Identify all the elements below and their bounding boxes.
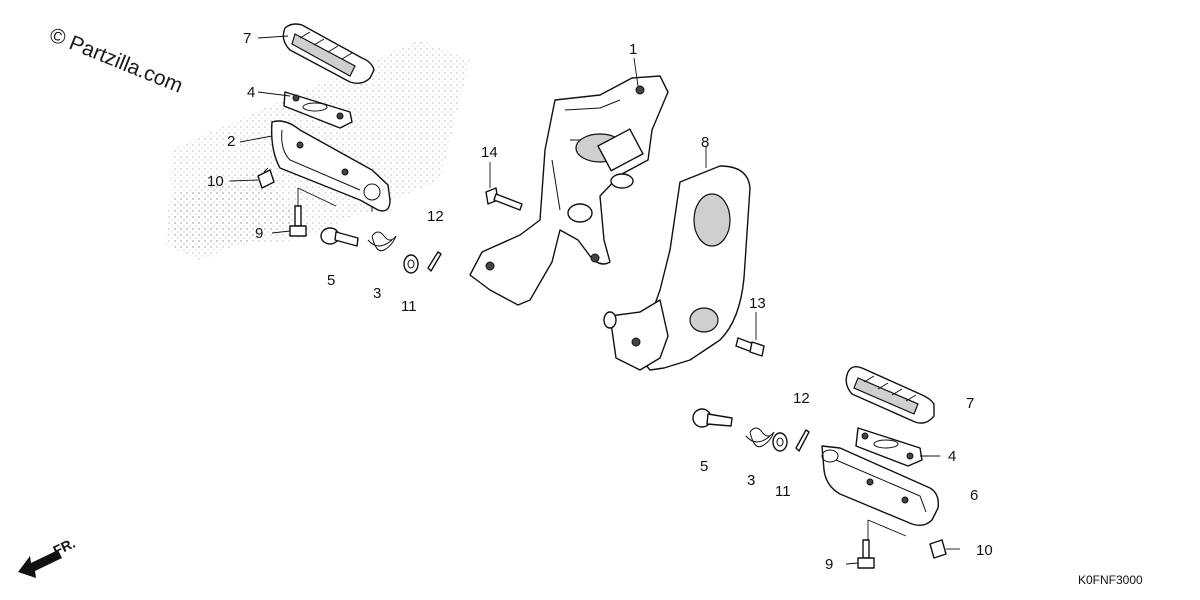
step-bracket-1 <box>469 75 669 306</box>
callout-3-left: 3 <box>373 285 381 302</box>
callout-5-right: 5 <box>700 458 708 475</box>
callout-9-right: 9 <box>825 556 833 573</box>
callout-10-left: 10 <box>207 173 224 190</box>
callout-10-right: 10 <box>976 542 993 559</box>
bolt-10-left <box>257 167 275 189</box>
diagram-code: K0FNF3000 <box>1078 573 1143 587</box>
spring-3-left <box>367 231 397 252</box>
pin-5-left <box>320 227 359 247</box>
step-cover-8 <box>603 165 751 371</box>
callout-4-right: 4 <box>948 448 956 465</box>
callout-12-left: 12 <box>427 208 444 225</box>
callout-9-left: 9 <box>255 225 263 242</box>
bolt-9-right <box>857 539 875 569</box>
step-plate-right <box>855 427 923 467</box>
callout-labels: 1 2 3 3 4 4 5 5 6 7 7 8 9 9 10 10 11 11 … <box>207 30 993 573</box>
callout-8: 8 <box>701 134 709 151</box>
callout-3-right: 3 <box>747 472 755 489</box>
pin-5-right <box>692 408 733 428</box>
callout-12-right: 12 <box>793 390 810 407</box>
callout-11-right: 11 <box>775 483 791 500</box>
front-indicator-label: FR. <box>51 535 78 559</box>
callout-7-left: 7 <box>243 30 251 47</box>
callout-13: 13 <box>749 295 766 312</box>
callout-14: 14 <box>481 144 498 161</box>
callout-11-left: 11 <box>401 298 417 315</box>
step-bar-left <box>270 120 391 212</box>
callout-2: 2 <box>227 133 235 150</box>
bolt-9-left <box>289 205 307 237</box>
bolt-14 <box>485 187 523 211</box>
callout-6: 6 <box>970 487 978 504</box>
callout-4-left: 4 <box>247 84 255 101</box>
washer-11-left <box>403 254 419 274</box>
watermark: © Partzilla.com <box>46 23 186 97</box>
callout-1: 1 <box>629 41 637 58</box>
washer-11-right <box>772 432 788 452</box>
cotter-pin-12-left <box>427 251 442 272</box>
leader-lines <box>229 35 960 565</box>
step-rubber-right <box>845 365 935 424</box>
bolt-10-right <box>929 539 947 559</box>
cotter-pin-12-right <box>795 429 810 452</box>
step-rubber-left <box>282 23 375 85</box>
front-arrow-icon <box>18 550 62 578</box>
callout-7-right: 7 <box>966 395 974 412</box>
step-bar-right <box>821 445 940 527</box>
spring-3-right <box>745 427 775 448</box>
step-plate-left <box>283 91 353 129</box>
bolt-13 <box>735 337 765 357</box>
callout-5-left: 5 <box>327 272 335 289</box>
